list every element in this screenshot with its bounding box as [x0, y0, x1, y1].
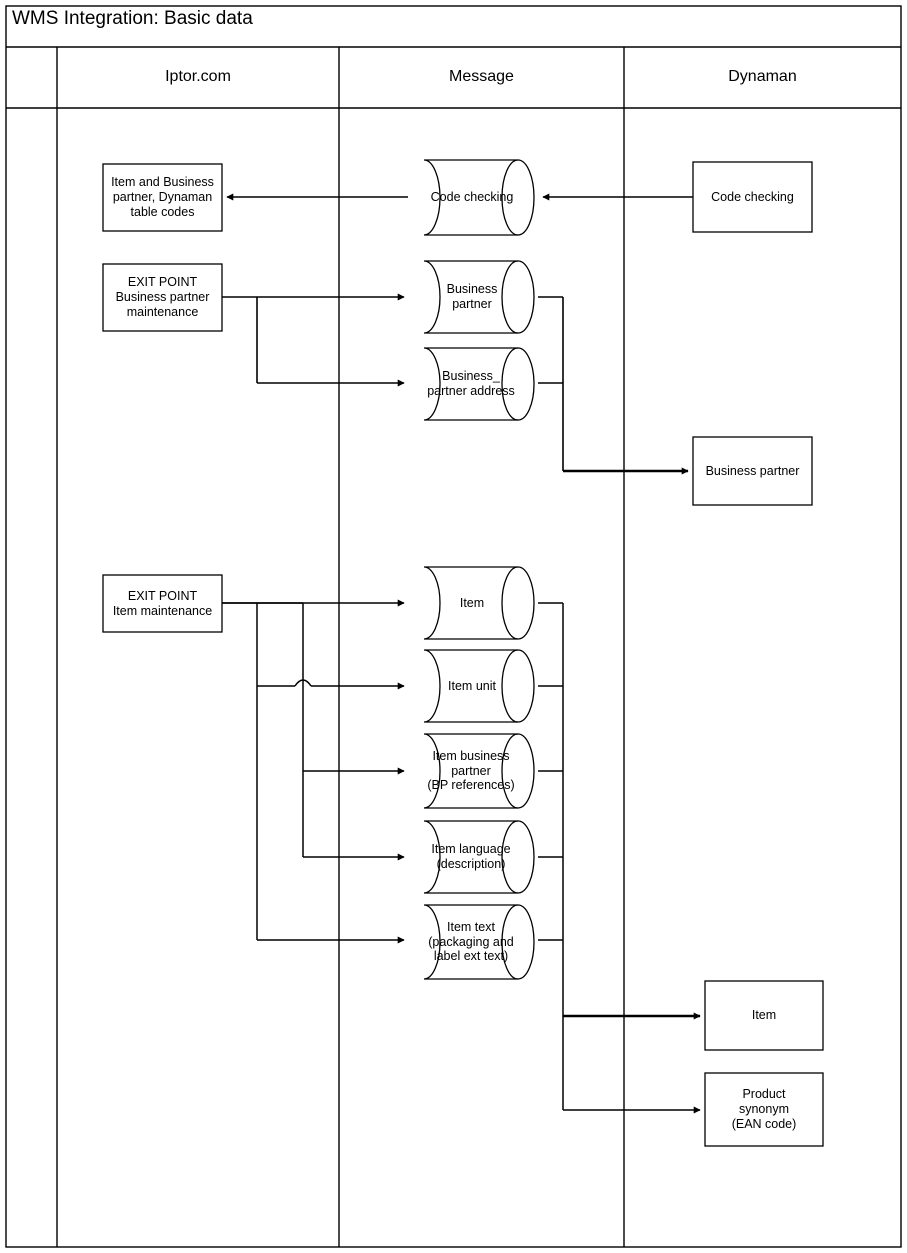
box-exit-point-item-maintenance	[102, 574, 223, 633]
cylinder-item-unit	[423, 649, 535, 723]
box-dyn-item	[704, 980, 824, 1051]
cylinder-business-partner-address	[423, 347, 535, 421]
dynaman-box-shapes	[692, 161, 824, 1147]
cylinder-item-text	[423, 904, 535, 980]
cylinder-code-checking	[423, 159, 535, 236]
box-exit-point-business-partner-maintenance	[102, 263, 223, 332]
box-dyn-product-synonym	[704, 1072, 824, 1147]
connector-bp-collector-to-dynaman	[538, 296, 689, 475]
cylinder-item-business-partner	[423, 733, 535, 809]
column-header-iptor: Iptor.com	[165, 68, 231, 85]
frame-and-grid	[5, 5, 902, 1248]
box-dyn-business-partner	[692, 436, 813, 506]
column-header-dynaman: Dynaman	[728, 68, 797, 85]
connector-bp-exitpoint-fanout	[222, 293, 405, 387]
page-title: WMS Integration: Basic data	[12, 8, 253, 29]
cylinder-business-partner	[423, 260, 535, 334]
cylinder-item-language	[423, 820, 535, 894]
connector-item-collector-to-dynaman	[538, 602, 701, 1114]
iptor-box-shapes	[102, 163, 223, 633]
message-cylinder-shapes	[423, 159, 535, 980]
box-item-bp-dynaman-table-codes	[102, 163, 223, 232]
box-dyn-code-checking	[692, 161, 813, 233]
column-header-message: Message	[449, 68, 514, 85]
connector-item-exitpoint-fanout	[256, 599, 405, 944]
cylinder-item	[423, 566, 535, 640]
